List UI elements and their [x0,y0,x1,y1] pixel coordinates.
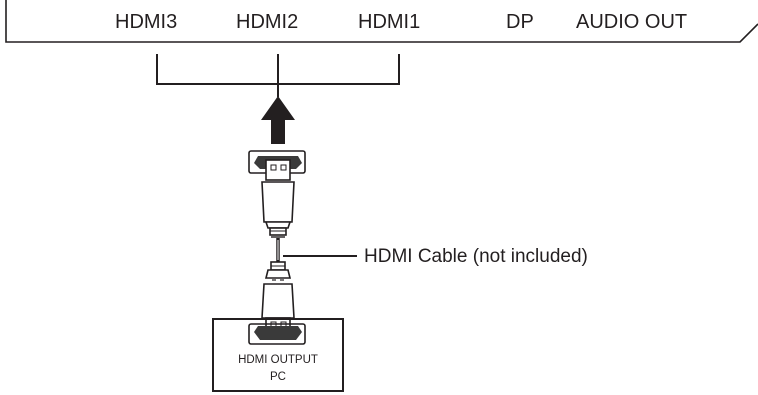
connect-arrow-icon [261,96,295,144]
hdmi-plug-bottom [248,261,306,345]
port-label-hdmi3: HDMI3 [115,11,178,33]
source-device-output-label: HDMI OUTPUT [238,354,318,366]
cable-callout-label: HDMI Cable (not included) [364,246,588,267]
source-device-name: PC [270,371,286,383]
port-label-dp: DP [506,11,534,33]
source-device-box [212,318,344,392]
port-label-audio-out: AUDIO OUT [576,11,688,33]
rear-panel [5,0,758,43]
hdmi-port-bracket [156,54,400,97]
port-label-hdmi2: HDMI2 [236,11,299,33]
port-label-hdmi1: HDMI1 [358,11,421,33]
hdmi-plug-top [248,150,306,238]
